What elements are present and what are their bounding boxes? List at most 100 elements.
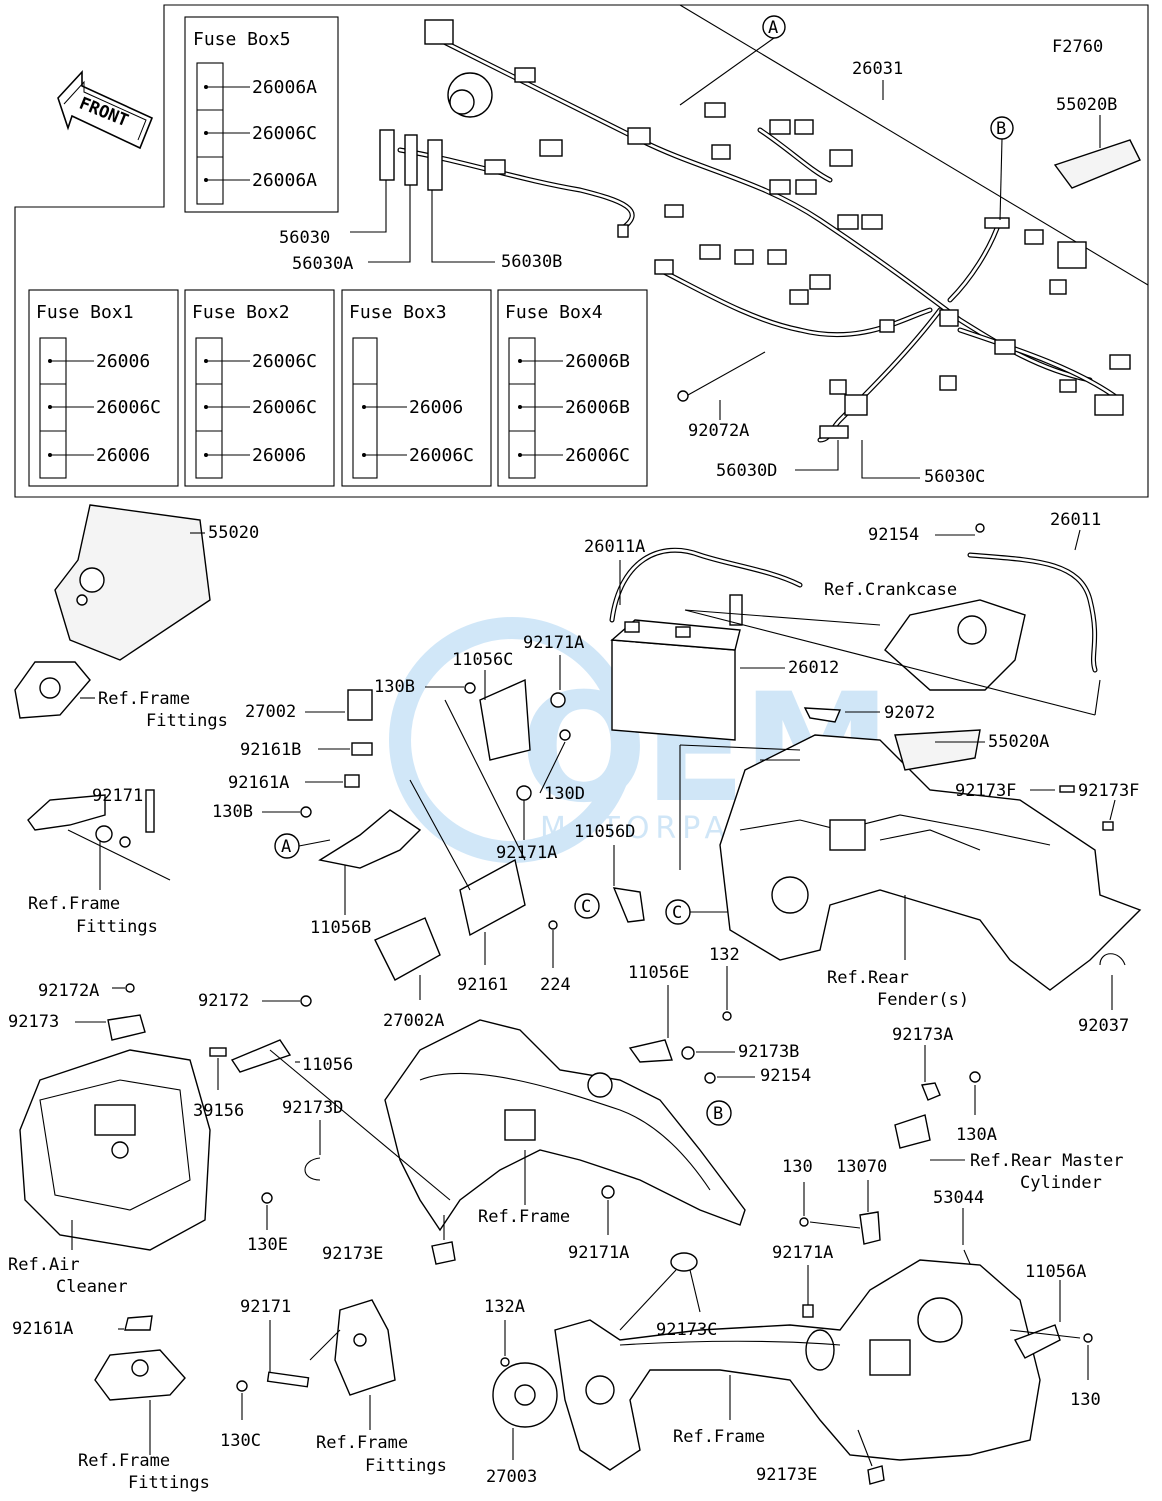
- label-56030D: 56030D: [716, 461, 777, 481]
- relay-27002: [347, 689, 373, 721]
- frame-fitting-3: [94, 1349, 186, 1401]
- callout-a-top: A: [679, 15, 786, 106]
- svg-text:26006C: 26006C: [409, 445, 474, 466]
- svg-text:A: A: [281, 837, 291, 857]
- svg-text:Fuse Box3: Fuse Box3: [349, 302, 447, 323]
- svg-text:Ref.Crankcase: Ref.Crankcase: [824, 580, 957, 600]
- callout-c-1: C: [574, 893, 600, 919]
- callout-c-2: C: [665, 899, 745, 925]
- strap-92072: [803, 707, 842, 723]
- svg-text:26006C: 26006C: [96, 397, 161, 418]
- label-92173B: 92173B: [738, 1042, 799, 1062]
- label-92173D: 92173D: [282, 1098, 343, 1118]
- label-92171A-d: 92171A: [772, 1243, 833, 1263]
- label-92173A: 92173A: [892, 1025, 953, 1045]
- label-92072A: 92072A: [688, 421, 749, 441]
- front-arrow-icon: FRONT: [57, 69, 154, 150]
- label-92173E-b: 92173E: [756, 1465, 817, 1485]
- svg-text:26006: 26006: [96, 445, 150, 466]
- label-92172: 92172: [198, 991, 249, 1011]
- cover-55020B: [1053, 139, 1141, 189]
- label-130B-b: 130B: [212, 802, 253, 822]
- label-92173C: 92173C: [656, 1320, 717, 1340]
- crankcase-ref: Ref.Crankcase: [824, 580, 1026, 691]
- box-27002A: [374, 917, 441, 981]
- label-11056C: 11056C: [452, 650, 513, 670]
- label-92171-a: 92171: [92, 786, 143, 806]
- svg-text:26006C: 26006C: [252, 351, 317, 372]
- fuse-box-1: Fuse Box1 26006 26006C 26006: [28, 289, 179, 487]
- label-26012: 26012: [788, 658, 839, 678]
- svg-text:26006C: 26006C: [252, 397, 317, 418]
- label-92161: 92161: [457, 975, 508, 995]
- figure-code: F2760: [1052, 37, 1103, 57]
- svg-text:26006: 26006: [96, 351, 150, 372]
- horn-27003: [492, 1362, 558, 1428]
- battery-26012: 26012: [610, 619, 839, 741]
- svg-text:Ref.Frame: Ref.Frame: [316, 1433, 408, 1453]
- fuse-box-2: Fuse Box2 26006C 26006C 26006: [184, 289, 335, 487]
- svg-text:Fender(s): Fender(s): [877, 990, 969, 1010]
- label-92173F-a: 92173F: [955, 781, 1016, 801]
- label-130-a: 130: [782, 1157, 813, 1177]
- label-224: 224: [540, 975, 571, 995]
- label-92154-b: 92154: [760, 1066, 811, 1086]
- fuse-box-5: Fuse Box5 26006A 26006C 26006A: [184, 16, 339, 213]
- svg-text:Ref.Frame: Ref.Frame: [98, 689, 190, 709]
- svg-text:Fittings: Fittings: [146, 711, 228, 731]
- svg-text:26006: 26006: [252, 445, 306, 466]
- callout-a-bottom: A: [274, 833, 331, 859]
- fuse-box-4: Fuse Box4 26006B 26006B 26006C: [497, 289, 648, 487]
- svg-text:Ref.Air: Ref.Air: [8, 1255, 80, 1275]
- label-92161B: 92161B: [240, 740, 301, 760]
- label-92172A: 92172A: [38, 981, 99, 1001]
- label-92037: 92037: [1078, 1016, 1129, 1036]
- label-53044: 53044: [933, 1188, 984, 1208]
- svg-text:A: A: [768, 18, 778, 38]
- label-27002A: 27002A: [383, 1011, 444, 1031]
- label-92171-b: 92171: [240, 1297, 291, 1317]
- air-cleaner-ref: [19, 1049, 211, 1251]
- label-92072: 92072: [884, 703, 935, 723]
- svg-text:26006C: 26006C: [565, 445, 630, 466]
- svg-text:Fittings: Fittings: [76, 917, 158, 937]
- svg-text:Fittings: Fittings: [365, 1456, 447, 1476]
- svg-text:26006B: 26006B: [565, 397, 630, 418]
- svg-text:Cleaner: Cleaner: [56, 1277, 128, 1297]
- label-132A: 132A: [484, 1297, 525, 1317]
- label-130E: 130E: [247, 1235, 288, 1255]
- cover-55020: 55020: [54, 504, 259, 661]
- label-26031: 26031: [852, 59, 903, 79]
- label-130-b: 130: [1070, 1390, 1101, 1410]
- box-92161: [459, 858, 526, 937]
- label-55020: 55020: [208, 523, 259, 543]
- label-11056: 11056: [302, 1055, 353, 1075]
- label-11056A: 11056A: [1025, 1262, 1086, 1282]
- svg-text:C: C: [672, 903, 682, 923]
- label-56030B: 56030B: [501, 252, 562, 272]
- label-26011: 26011: [1050, 510, 1101, 530]
- svg-text:26006C: 26006C: [252, 123, 317, 144]
- label-13070: 13070: [836, 1157, 887, 1177]
- label-26011A: 26011A: [584, 537, 645, 557]
- svg-text:Ref.Frame: Ref.Frame: [478, 1207, 570, 1227]
- label-130C: 130C: [220, 1431, 261, 1451]
- rear-fender-ref: [719, 734, 1142, 991]
- svg-text:Ref.Rear Master: Ref.Rear Master: [970, 1151, 1124, 1171]
- bracket-11056C: [464, 678, 571, 801]
- svg-text:B: B: [713, 1104, 723, 1124]
- label-130D: 130D: [544, 784, 585, 804]
- label-92161A-a: 92161A: [228, 773, 289, 793]
- label-92171A-c: 92171A: [568, 1243, 629, 1263]
- svg-text:26006A: 26006A: [252, 170, 317, 191]
- frame-bottom-ref: [554, 1259, 1041, 1471]
- main-harness-26031: [379, 19, 1131, 443]
- label-56030: 56030: [279, 228, 330, 248]
- svg-text:Fuse Box2: Fuse Box2: [192, 302, 290, 323]
- svg-text:Ref.Frame: Ref.Frame: [28, 894, 120, 914]
- frame-fitting-1: Ref.Frame Fittings: [14, 661, 228, 731]
- label-132: 132: [709, 945, 740, 965]
- svg-text:Fuse Box5: Fuse Box5: [193, 29, 291, 50]
- bracket-11056E: [628, 1039, 673, 1063]
